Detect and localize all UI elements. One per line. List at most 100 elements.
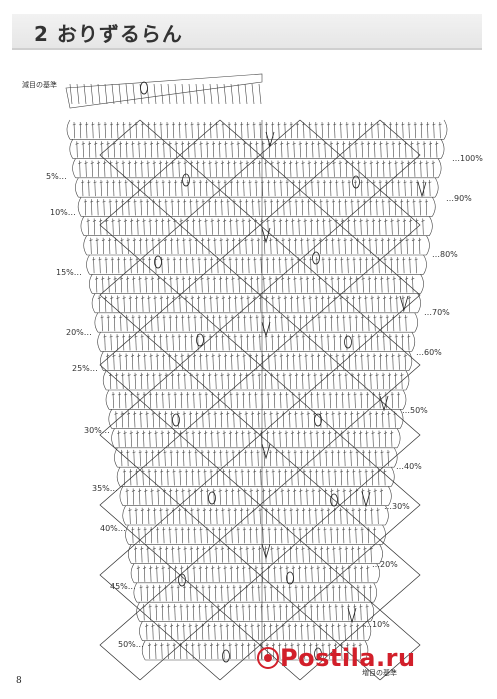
puff-stitch [314,413,322,427]
stitch-bar [378,181,382,184]
stitch-bar [291,220,295,222]
stitch-bar [281,239,285,241]
stitch-bar [255,316,259,319]
stitch-bar [267,528,271,531]
stitch-bar [142,220,146,222]
edge-loop [399,409,404,429]
stitch-bar [191,432,195,434]
stitch-bar [316,220,320,222]
stitch-bar [394,162,398,164]
stitch-bar [283,123,287,126]
stitch-bar [294,413,298,415]
stitch-bar [121,162,125,164]
stitch-bar [290,644,294,646]
stitch-bar [224,316,228,319]
stitch-bar [122,470,127,473]
stitch-bar [138,278,142,280]
stitch-bar [224,490,229,492]
stitch [209,83,213,105]
stitch-bar [215,297,219,299]
stitch-bar [169,490,173,492]
stitch-bar [166,432,171,434]
stitch-bar [93,181,97,184]
lattice-line [259,259,301,331]
stitch-bar [350,374,354,376]
stitch-bar [148,432,152,434]
stitch-bar [302,297,306,299]
stitch-bar [233,123,238,126]
stitch-bar [371,258,375,261]
stitch-bar [234,644,238,646]
stitch-bar [218,316,222,319]
stitch-bar [377,432,381,434]
stitch-bar [407,335,411,338]
stitch-bar [379,143,383,145]
stitch-bar [137,143,141,145]
stitch-bar [251,586,255,589]
stitch-bar [274,278,278,280]
stitch-bar [154,605,158,608]
stitch-bar [349,451,353,454]
stitch-bar [235,605,239,608]
stitch-bar [161,181,165,184]
stitch-bar [299,490,303,492]
stitch-bar [236,143,240,145]
stitch-bar [122,123,126,126]
stitch-bar [223,220,227,222]
stitch-bar [151,451,155,454]
stitch-bar [214,335,219,338]
stitch-bar [303,432,307,434]
lattice-line [379,259,421,331]
stitch-bar [357,162,361,164]
stitch-bar [358,470,362,473]
stitch-bar [308,470,313,473]
stitch [69,83,73,105]
stitch-bar [179,220,183,222]
stitch-bar [132,451,136,454]
stitch-bar [185,220,190,222]
stitch-bar [182,413,186,415]
stitch-bar [159,335,163,338]
stitch-bar [169,625,174,627]
edge-loop [417,293,421,314]
stitch-bar [319,200,323,203]
stitch-bar [370,297,374,299]
stitch-bar [341,181,345,184]
stitch-bar [265,470,269,473]
stitch-bar [291,181,296,184]
stitch-bar [425,162,429,164]
stitch-bar [431,162,435,164]
stitch-bar [285,220,289,222]
stitch-bar [295,162,299,164]
lattice-line [339,189,381,261]
stitch-bar [188,239,192,241]
right-percent-label: …20% [372,560,398,569]
stitch-bar [132,239,137,241]
stitch-bar [152,374,156,376]
stitch-bar [365,605,369,608]
stitch-bar [125,490,129,492]
stitch-bar [149,355,153,357]
stitch-bar [393,413,397,415]
stitch-bar [351,162,355,164]
stitch-bar [126,413,131,415]
stitch-bar [190,335,194,338]
stitch-bar [341,355,345,357]
stitch-bar [347,181,351,184]
stitch-bar [156,143,160,145]
stitch-bar [298,143,302,145]
stitch-bar [155,355,159,357]
stitch-bar [333,644,338,646]
stitch-bar [359,220,363,222]
stitch-bar [360,316,365,319]
stitch-bar [208,374,212,376]
stitch-bar [229,567,233,569]
stitch-bar [391,355,395,357]
stitch-bar [438,123,442,126]
stitch-bar [108,200,112,203]
stitch-bar [251,374,255,376]
stitch-bar [285,181,289,184]
stitch-bar [205,316,210,319]
stitch-bar [238,200,243,203]
stitch-bar [366,143,371,145]
